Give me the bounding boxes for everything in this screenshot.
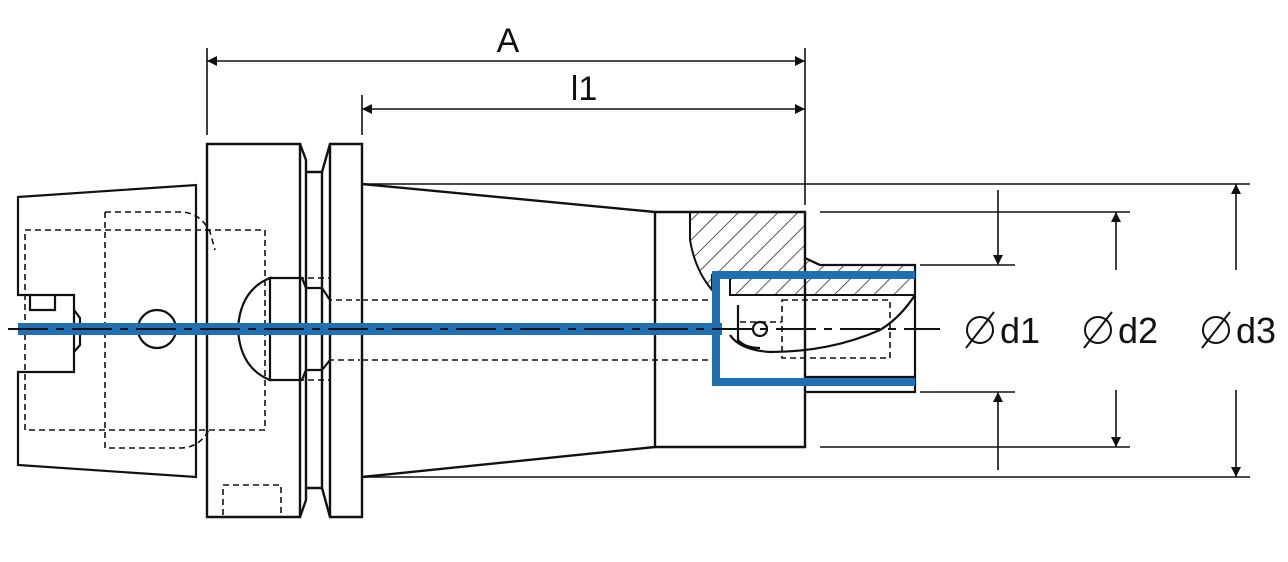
- dimension-d2-label: d2: [1118, 310, 1158, 351]
- dimension-l1: l1: [362, 70, 805, 114]
- diameter-d3: d3: [1201, 310, 1276, 351]
- dimension-a: A: [207, 22, 805, 66]
- flange-hidden-lines: [222, 277, 360, 518]
- hatched-section: [689, 211, 916, 296]
- dimension-l1-label: l1: [571, 70, 597, 108]
- diameter-symbol-icon: [1083, 311, 1113, 349]
- diameter-symbol-icon: [1201, 311, 1231, 349]
- diameter-d1: d1: [965, 310, 1040, 351]
- nose: [729, 257, 917, 394]
- diameter-symbol-icon: [965, 311, 995, 349]
- dimension-d1-label: d1: [1000, 310, 1040, 351]
- diameter-d2: d2: [1083, 310, 1158, 351]
- dimension-d3-label: d3: [1236, 310, 1276, 351]
- dimension-a-label: A: [497, 22, 520, 60]
- body-bore-hidden: [362, 299, 712, 361]
